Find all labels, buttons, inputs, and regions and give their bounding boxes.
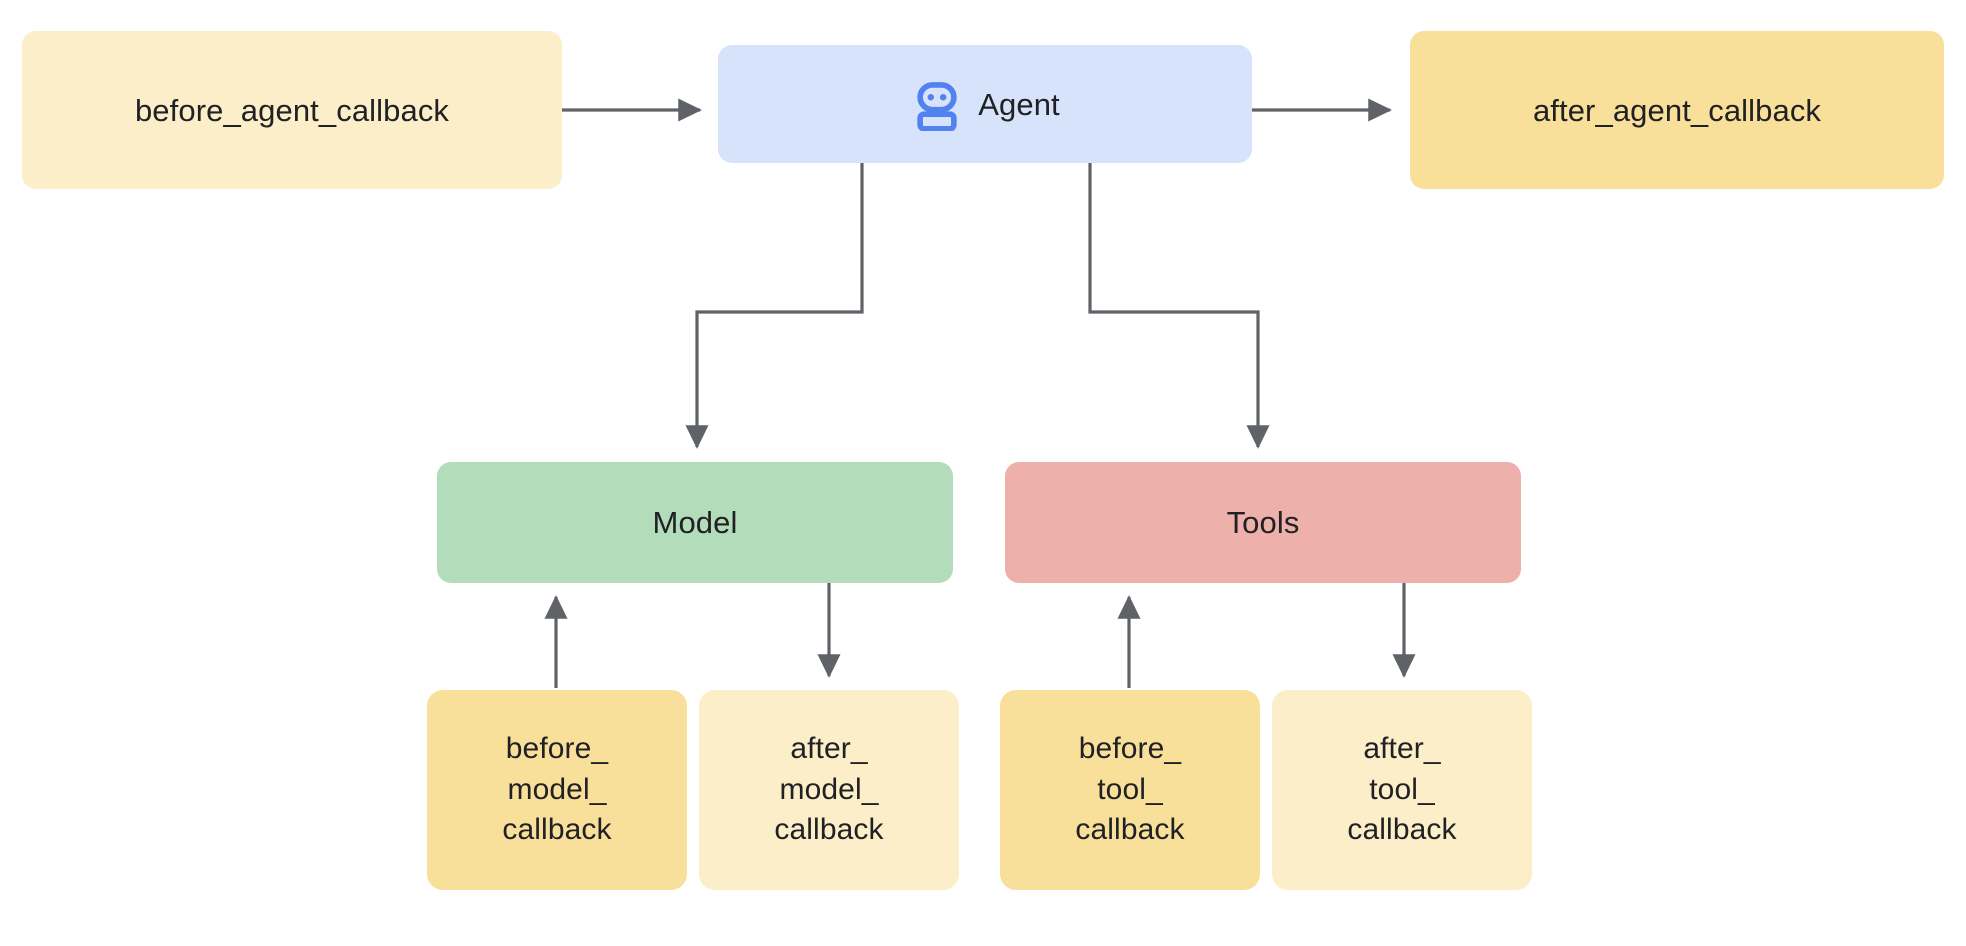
robot-icon [910, 77, 964, 131]
node-before-agent-callback[interactable]: before_agent_callback [22, 31, 562, 189]
node-before-model-callback-label: before_ model_ callback [502, 732, 612, 847]
node-after-agent-callback[interactable]: after_agent_callback [1410, 31, 1944, 189]
node-after-tool-callback[interactable]: after_ tool_ callback [1272, 690, 1532, 890]
node-after-model-callback-label: after_ model_ callback [774, 732, 884, 847]
edge-agent-to-tools [1088, 163, 1270, 449]
edge-agent-to-model [685, 163, 864, 449]
node-tools-label: Tools [1226, 505, 1300, 540]
node-tools[interactable]: Tools [1005, 462, 1521, 583]
node-before-tool-callback[interactable]: before_ tool_ callback [1000, 690, 1260, 890]
node-before-model-callback[interactable]: before_ model_ callback [427, 690, 687, 890]
node-after-agent-callback-label: after_agent_callback [1532, 92, 1822, 128]
node-agent-label: Agent [978, 86, 1060, 122]
node-after-tool-callback-label: after_ tool_ callback [1347, 732, 1457, 847]
node-model[interactable]: Model [437, 462, 953, 583]
node-before-agent-callback-label: before_agent_callback [134, 92, 450, 128]
node-agent[interactable]: Agent [718, 45, 1252, 163]
node-before-tool-callback-label: before_ tool_ callback [1075, 732, 1185, 847]
node-model-label: Model [652, 505, 738, 540]
node-after-model-callback[interactable]: after_ model_ callback [699, 690, 959, 890]
